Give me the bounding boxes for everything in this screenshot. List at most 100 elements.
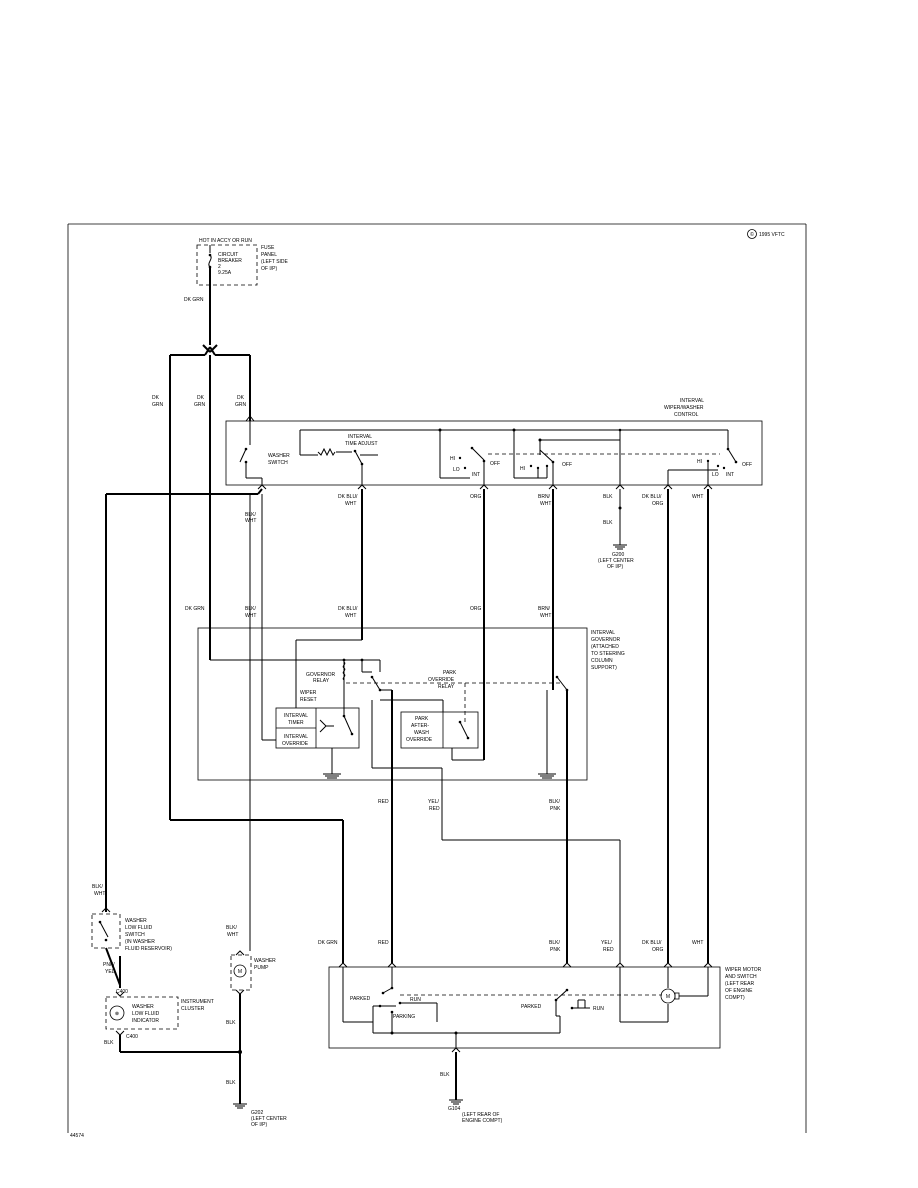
- off-label-2: OFF: [562, 462, 572, 468]
- parking-label: PARKING: [393, 1014, 415, 1020]
- park-override-label-1: PARK: [443, 670, 457, 676]
- wiper-motor-and-switch: WIPER MOTOR AND SWITCH (LEFT REAR OF ENG…: [328, 962, 762, 1124]
- g104-id: G104: [448, 1106, 460, 1112]
- indicator-label-3: INDICATOR: [132, 1018, 159, 1024]
- connector-c400-top: C400: [116, 989, 128, 995]
- washer-switch-label-2: SWITCH: [268, 460, 288, 466]
- mid-wire-label-2: GRN: [194, 402, 206, 408]
- washer-pump-motor-icon: M: [238, 969, 242, 975]
- g104-label-2: ENGINE COMPT): [462, 1118, 503, 1124]
- dk-blu-org-label-2a: DK BLU/: [642, 940, 662, 946]
- control-output-connectors: [257, 484, 713, 490]
- g104-label-1: (LEFT REAR OF: [462, 1112, 499, 1118]
- washer-circuit: BLK/ WHT WASHER LOW FLUID SWITCH (IN WAS…: [91, 494, 287, 1128]
- governor-title-3: (ATTACHED: [591, 644, 619, 650]
- brn-wht-label-1a: BRN/: [538, 494, 551, 500]
- fluid-switch-label-5: FLUID RESERVOIR): [125, 946, 172, 952]
- g200-label-1: (LEFT CENTER: [598, 558, 634, 564]
- after-wash-label-4: OVERRIDE: [406, 737, 433, 743]
- run-label-1: RUN: [410, 997, 421, 1003]
- dk-blu-wht-label-1b: WHT: [345, 501, 356, 507]
- washer-switch-label-1: WASHER: [268, 453, 290, 459]
- interval-timer-label-2: TIMER: [288, 720, 304, 726]
- parked-label-2: PARKED: [521, 1004, 542, 1010]
- wht-label-2: WHT: [692, 940, 703, 946]
- wiper-motor-icon: M: [666, 994, 670, 1000]
- wiper-reset-label-1: WIPER: [300, 690, 317, 696]
- parked-label-1: PARKED: [350, 996, 371, 1002]
- off-label-3: OFF: [742, 462, 752, 468]
- g202-label-2: OF I/P): [251, 1122, 267, 1128]
- fluid-switch-label-1: WASHER: [125, 918, 147, 924]
- pump-label-1: WASHER: [254, 958, 276, 964]
- right-wire-label-1: DK: [237, 395, 245, 401]
- dk-blu-wht-label-2b: WHT: [345, 613, 356, 619]
- connector-c400-bottom: C400: [126, 1034, 138, 1040]
- red-label-2: RED: [378, 940, 389, 946]
- governor-title-2: GOVERNOR: [591, 637, 621, 643]
- governor-title-6: SUPPORT): [591, 665, 617, 671]
- after-wash-label-1: PARK: [415, 716, 429, 722]
- int-label-1: INT: [472, 472, 480, 478]
- g202-label-1: (LEFT CENTER: [251, 1116, 287, 1122]
- right-wire-label-2: GRN: [235, 402, 247, 408]
- blk-pnk-label-1a: BLK/: [549, 799, 560, 805]
- control-title-1: INTERVAL: [680, 398, 704, 404]
- breaker-label-4: 9.25A: [218, 270, 232, 276]
- motor-title-1: WIPER MOTOR: [725, 967, 762, 973]
- blk-label-washer: BLK: [104, 1040, 114, 1046]
- blk-label-pump: BLK: [226, 1020, 236, 1026]
- fuse-label-3: (LEFT SIDE: [261, 259, 289, 265]
- copyright-icon: ©: [750, 231, 754, 238]
- blk-label-motor: BLK: [440, 1072, 450, 1078]
- figure-id: 44574: [70, 1133, 84, 1139]
- wires-governor-to-motor: RED YEL/ RED BLK/ PNK DK GRN RED BLK/ PN…: [318, 689, 703, 963]
- dk-blu-wht-label-1a: DK BLU/: [338, 494, 358, 500]
- cluster-label-1: INSTRUMENT: [181, 999, 214, 1005]
- copyright-mark: © 1995 VFTC: [747, 229, 785, 239]
- park-override-label-2: OVERRIDE: [428, 677, 455, 683]
- dk-blu-wht-label-2a: DK BLU/: [338, 606, 358, 612]
- hi-label-2: HI: [520, 466, 525, 472]
- pnk-yel-label-2: YEL: [105, 969, 115, 975]
- interval-governor: INTERVAL GOVERNOR (ATTACHED TO STEERING …: [197, 627, 625, 781]
- blk-wht-label-2a: BLK/: [245, 606, 256, 612]
- brn-wht-label-2b: WHT: [540, 613, 551, 619]
- g202-id: G202: [251, 1110, 263, 1116]
- motor-title-5: COMPT): [725, 995, 745, 1001]
- blk-wht-label-4b: WHT: [227, 932, 238, 938]
- blk-pnk-label-2a: BLK/: [549, 940, 560, 946]
- governor-relay-label-1: GOVERNOR: [306, 672, 336, 678]
- blk-wht-label-3b: WHT: [94, 891, 105, 897]
- dk-blu-org-label-1a: DK BLU/: [642, 494, 662, 500]
- red-label-1: RED: [378, 799, 389, 805]
- left-wire-label-1: DK: [152, 395, 160, 401]
- brn-wht-label-2a: BRN/: [538, 606, 551, 612]
- copyright-text: 1995 VFTC: [759, 232, 785, 238]
- dk-blu-org-label-2b: ORG: [652, 947, 664, 953]
- motor-title-3: (LEFT REAR: [725, 981, 754, 987]
- org-label-2: ORG: [470, 606, 482, 612]
- blk-wht-label-1a: BLK/: [245, 512, 256, 518]
- dk-grn-feed: [169, 267, 344, 963]
- blk-label-ground: BLK: [226, 1080, 236, 1086]
- governor-title-1: INTERVAL: [591, 630, 615, 636]
- page-frame: [67, 223, 807, 1133]
- control-title-2: WIPER/WASHER: [664, 405, 704, 411]
- fluid-switch-label-4: (IN WASHER: [125, 939, 155, 945]
- fuse-panel: HOT IN ACCY OR RUN CIRCUIT BREAKER 2 9.2…: [184, 238, 289, 303]
- blk-label-1: BLK: [603, 494, 613, 500]
- after-wash-label-2: AFTER-: [411, 723, 429, 729]
- g200-id: G200: [612, 552, 624, 558]
- cluster-label-2: CLUSTER: [181, 1006, 205, 1012]
- blk-wht-label-3a: BLK/: [92, 884, 103, 890]
- wires-control-to-governor: BLK/ WHT DK BLU/ WHT ORG BRN/ WHT BLK BL…: [105, 488, 709, 963]
- blk-pnk-label-2b: PNK: [550, 947, 561, 953]
- fluid-switch-label-3: SWITCH: [125, 932, 145, 938]
- run-label-2: RUN: [593, 1006, 604, 1012]
- motor-title-2: AND SWITCH: [725, 974, 757, 980]
- off-label-1: OFF: [490, 461, 500, 467]
- interval-override-label-2: OVERRIDE: [282, 741, 309, 747]
- blk-wht-label-2b: WHT: [245, 613, 256, 619]
